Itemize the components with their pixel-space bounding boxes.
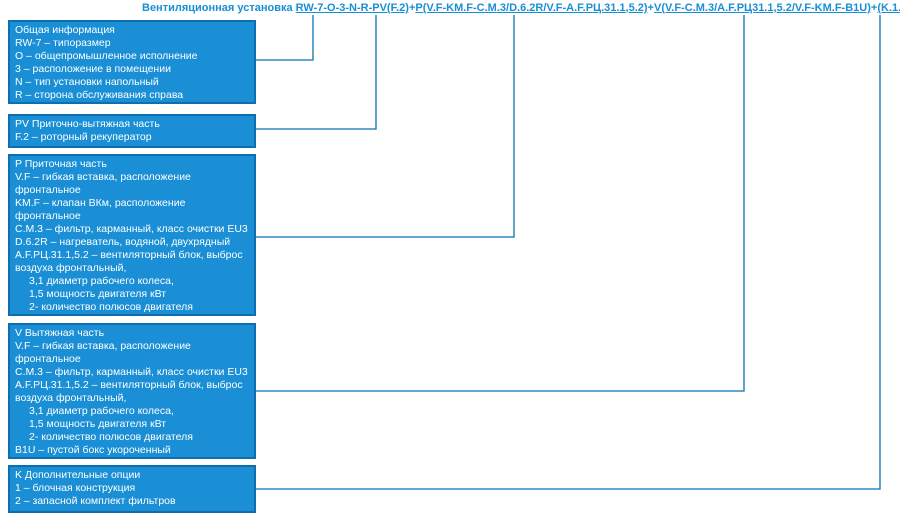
header-lead: Вентиляционная установка (142, 2, 293, 14)
box-line: O – общепромышленное исполнение (15, 50, 198, 62)
box-line: 3 – расположение в помещении (15, 63, 171, 75)
box-line: V Вытяжная часть (15, 327, 105, 339)
box-line: V.F – гибкая вставка, расположение (15, 171, 191, 183)
box-line: B1U – пустой бокс укороченный (15, 444, 171, 456)
general-info-box: Общая информация RW-7 – типоразмер O – о… (8, 20, 256, 104)
model-code-header: Вентиляционная установка RW-7-O-3-N-R-PV… (142, 2, 900, 14)
box-line: Общая информация (15, 24, 115, 36)
box-line: K Дополнительные опции (15, 469, 141, 481)
box-line: C.M.3 – фильтр, карманный, класс очистки… (15, 223, 248, 235)
code-segment-v: V(V.F-C.M.3/A.F.PЦ31.1,5.2/V.F-KM.F-B1U) (653, 2, 871, 14)
box-line: C.M.3 – фильтр, карманный, класс очистки… (15, 366, 248, 378)
box-line: 3,1 диаметр рабочего колеса, (29, 275, 174, 287)
box-line: V.F – гибкая вставка, расположение (15, 340, 191, 352)
supply-exhaust-box: PV Приточно-вытяжная часть F.2 – роторны… (8, 114, 256, 148)
options-box: K Дополнительные опции 1 – блочная конст… (8, 465, 256, 513)
box-line: 2 – запасной комплект фильтров (15, 495, 176, 507)
box-line: фронтальное (15, 210, 81, 222)
box-line: фронтальное (15, 184, 81, 196)
connector-general (256, 15, 314, 61)
box-line: F.2 – роторный рекуператор (15, 131, 152, 143)
connector-v (256, 15, 745, 392)
box-line: KM.F – клапан ВКм, расположение (15, 197, 186, 209)
box-line: фронтальное (15, 353, 81, 365)
box-line: RW-7 – типоразмер (15, 37, 111, 49)
box-line: воздуха фронтальный, (15, 392, 127, 404)
box-line: 1,5 мощность двигателя кВт (29, 418, 167, 430)
supply-section-box: P Приточная часть V.F – гибкая вставка, … (8, 154, 256, 316)
box-line: R – сторона обслуживания справа (15, 89, 184, 101)
box-line: 3,1 диаметр рабочего колеса, (29, 405, 174, 417)
code-segment-pv: PV(F.2) (372, 2, 409, 14)
box-line: 2- количество полюсов двигателя (29, 301, 193, 313)
code-plus: + (870, 2, 878, 14)
box-line: воздуха фронтальный, (15, 262, 127, 274)
code-plus: + (647, 2, 654, 14)
box-line: P Приточная часть (15, 158, 107, 170)
code-segment-p: P(V.F-KM.F-C.M.3/D.6.2R/V.F-A.F.PЦ.31.1,… (415, 2, 648, 14)
box-line: D.6.2R – нагреватель, водяной, двухрядны… (15, 236, 231, 248)
code-segment-general: RW-7-O-3-N-R- (295, 2, 373, 14)
box-line: A.F.PЦ.31.1,5.2 – вентиляторный блок, вы… (15, 249, 243, 261)
box-line: N – тип установки напольный (15, 76, 159, 88)
code-segment-k: (K.1.2) (877, 2, 900, 14)
connector-p (256, 15, 515, 238)
connector-pv (256, 15, 377, 130)
box-line: 1,5 мощность двигателя кВт (29, 288, 167, 300)
box-line: PV Приточно-вытяжная часть (15, 118, 160, 130)
box-line: 2- количество полюсов двигателя (29, 431, 193, 443)
box-line: A.F.PЦ.31.1,5.2 – вентиляторный блок, вы… (15, 379, 243, 391)
box-line: 1 – блочная конструкция (15, 482, 136, 494)
code-plus: + (408, 2, 416, 14)
exhaust-section-box: V Вытяжная часть V.F – гибкая вставка, р… (8, 323, 256, 459)
connector-k (256, 15, 881, 490)
